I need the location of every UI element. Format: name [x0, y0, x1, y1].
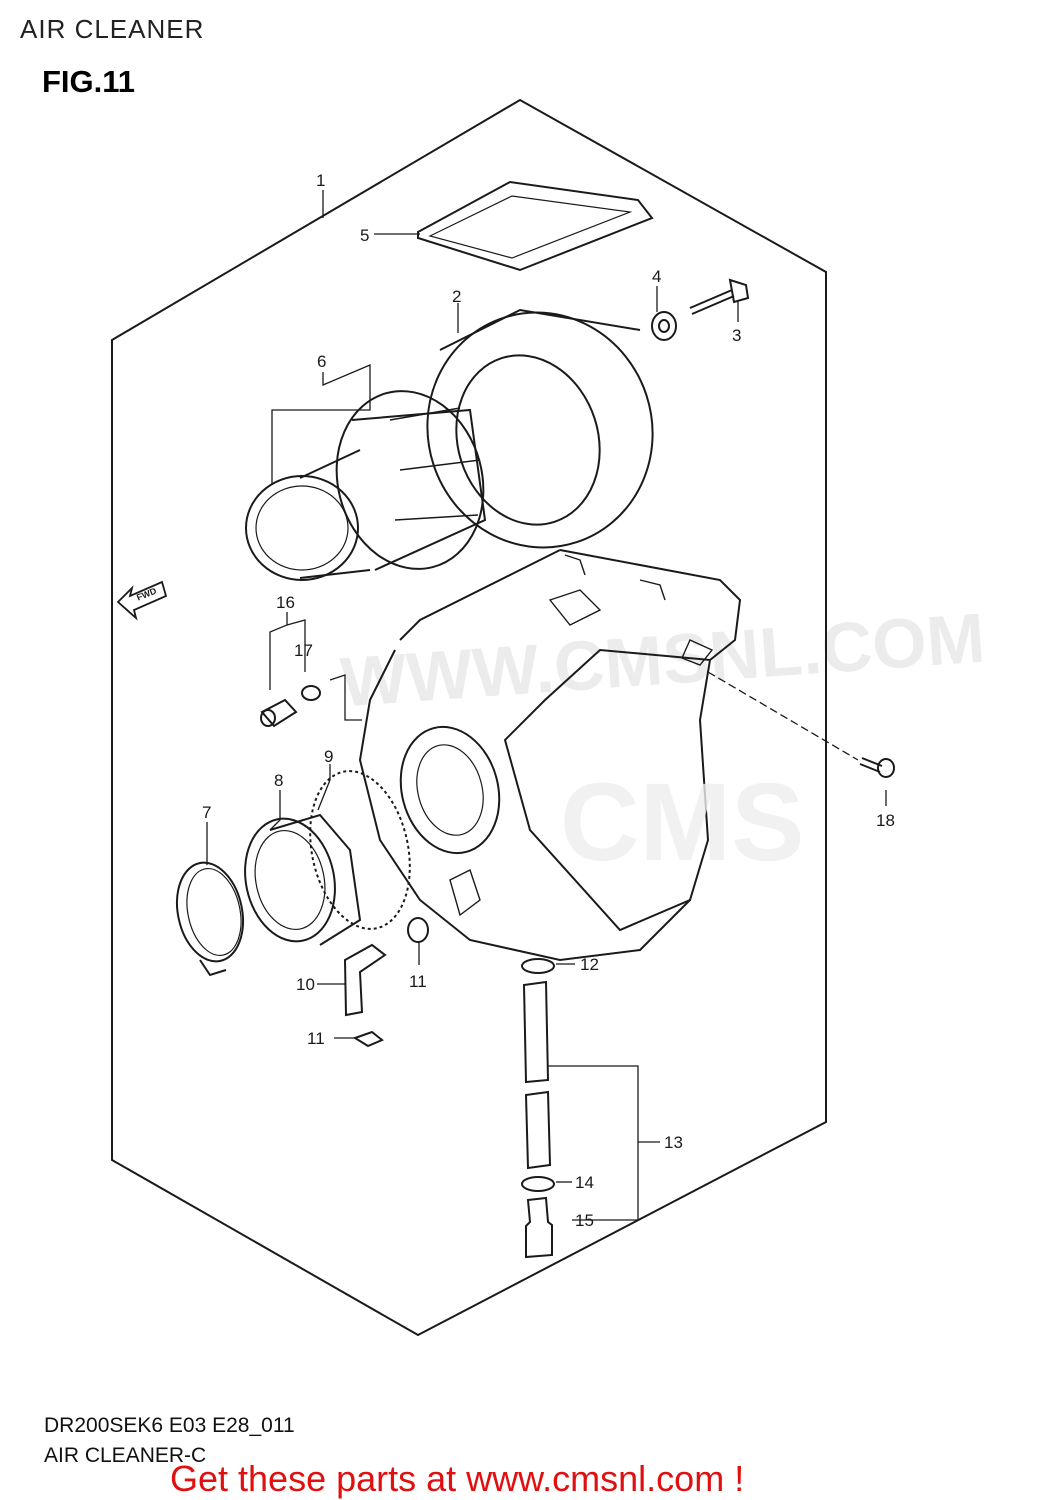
callout-17: 17 — [294, 641, 313, 660]
part-10-breather-hose — [343, 943, 387, 1017]
assembly-boundary — [111, 98, 827, 1337]
part-9-o-ring — [309, 770, 411, 930]
callout-13: 13 — [664, 1133, 683, 1152]
promo-link[interactable]: Get these parts at www.cmsnl.com ! — [170, 1458, 745, 1499]
leader-lines — [206, 190, 887, 1221]
callout-12: 12 — [580, 955, 599, 974]
callout-18: 18 — [876, 811, 895, 830]
figure-label: FIG.11 — [42, 64, 136, 99]
part-14-clip — [521, 1176, 555, 1192]
section-title: AIR CLEANER — [20, 14, 205, 44]
callout-6: 6 — [317, 352, 326, 371]
callout-2: 2 — [452, 287, 461, 306]
callout-10: 10 — [296, 975, 315, 994]
callout-7: 7 — [202, 803, 211, 822]
callout-16: 16 — [276, 593, 295, 612]
callout-numbers: 1 2 3 4 5 6 7 8 9 10 11 11 11 12 13 14 1… — [202, 171, 895, 1230]
part-13-drain-hose — [522, 980, 552, 1170]
callout-9: 9 — [324, 747, 333, 766]
part-5-cover-plate — [417, 180, 654, 272]
watermark-brand: CMS — [560, 761, 804, 884]
part-3-bolt — [689, 278, 750, 315]
callout-4: 4 — [652, 267, 661, 286]
callout-14: 14 — [575, 1173, 594, 1192]
callout-3: 3 — [732, 326, 741, 345]
callout-8: 8 — [274, 771, 283, 790]
part-18-bolt — [859, 757, 895, 778]
part-2-filter-element — [426, 308, 654, 549]
part-11-clip-upper — [407, 917, 429, 943]
fwd-arrow — [116, 580, 168, 621]
callout-11-middle: 11 — [307, 1029, 325, 1048]
air-cleaner-case — [358, 549, 742, 962]
part-4-nut — [651, 311, 677, 341]
part-15-drain-plug — [525, 1196, 553, 1259]
diagram-subcode: AIR CLEANER-C — [44, 1444, 207, 1467]
part-12-clip — [521, 958, 555, 974]
part-7-clamp — [176, 861, 244, 977]
diagram-code: DR200SEK6 E03 E28_011 — [44, 1414, 295, 1437]
callout-11-upper: 11 — [409, 972, 427, 991]
callout-5: 5 — [360, 226, 369, 245]
callout-15: 15 — [575, 1211, 594, 1230]
part-16-drain-plug — [260, 698, 298, 728]
part-8-intake-boot — [244, 813, 362, 946]
part-17-clip — [301, 685, 321, 701]
callout-1: 1 — [316, 171, 325, 190]
part-6-filter-cage — [245, 390, 487, 581]
part-11-clip-lower — [352, 1030, 384, 1048]
